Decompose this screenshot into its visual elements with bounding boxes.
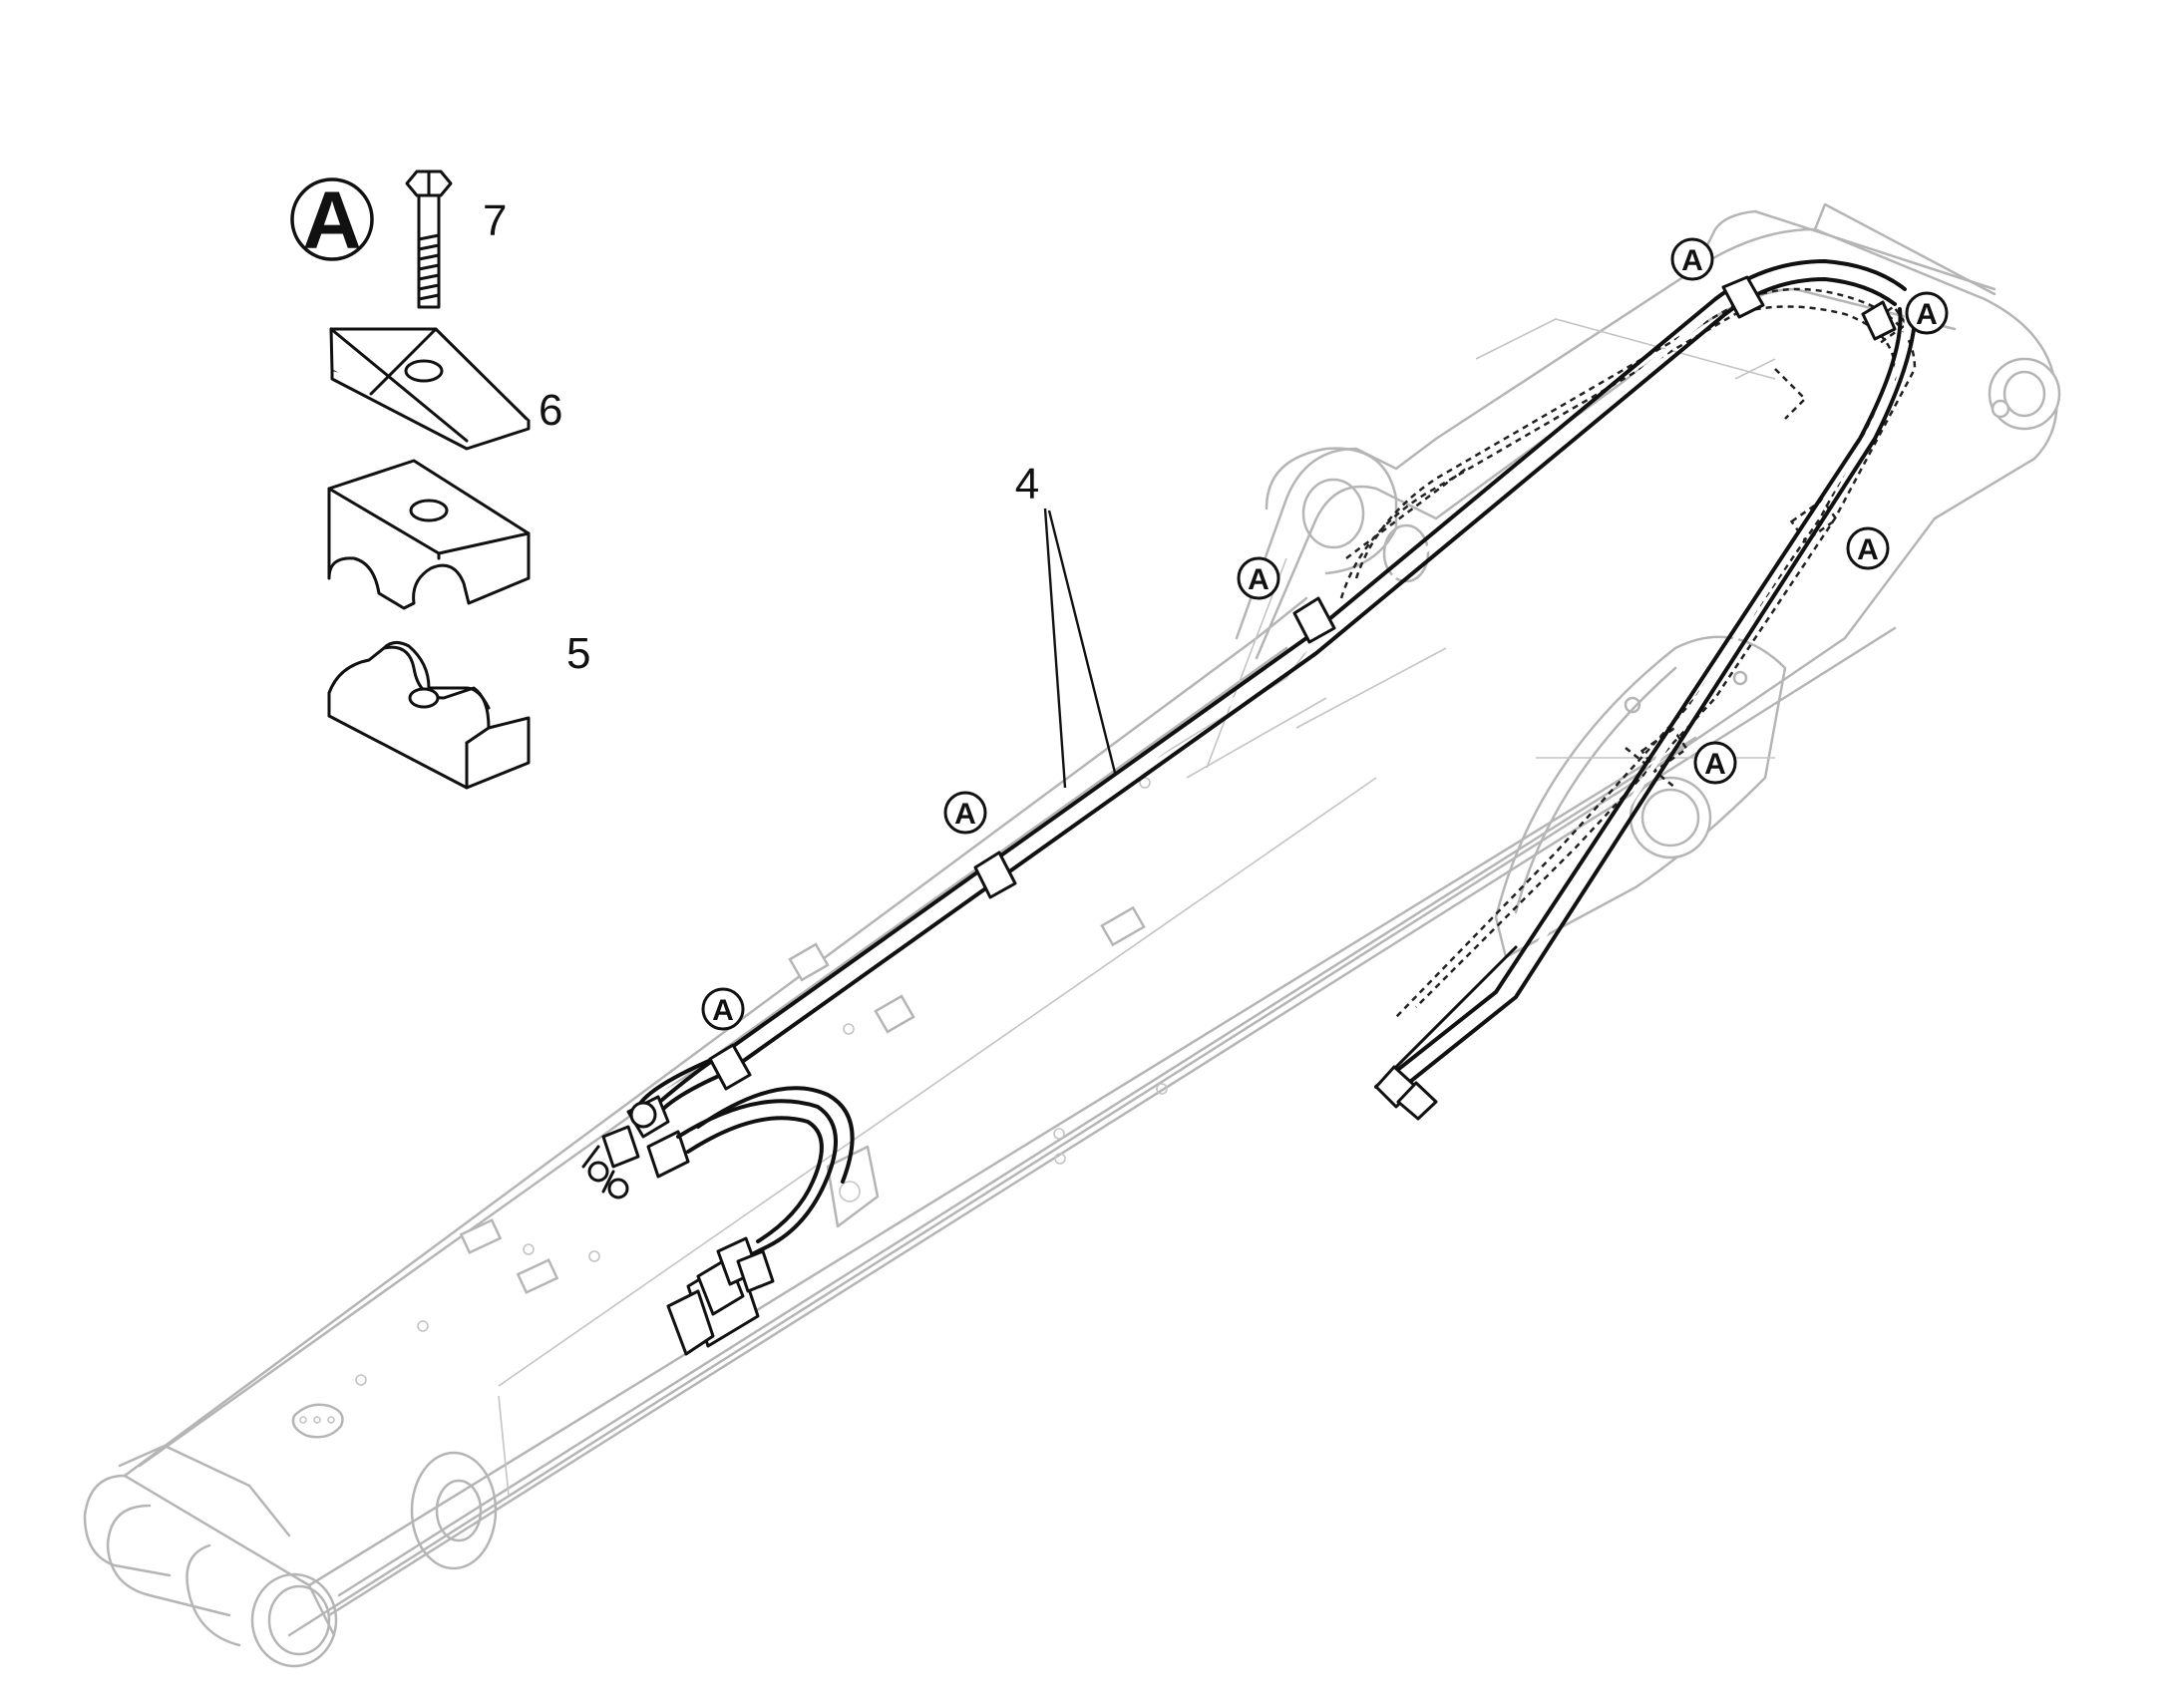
location-marker-a: A — [701, 987, 745, 1031]
hose-pair[interactable] — [581, 259, 1918, 1356]
boom-outline — [83, 202, 2061, 1668]
part-number-5: 5 — [566, 629, 590, 678]
location-marker-a: A — [1905, 291, 1949, 335]
detail-a-legend: A 7 6 — [290, 170, 590, 790]
hose-clamps — [708, 275, 1897, 1091]
location-marker-a: A — [1670, 237, 1714, 281]
cylinder-lug — [1494, 635, 1787, 959]
detail-marker: A — [290, 175, 374, 266]
svg-text:A: A — [954, 798, 976, 831]
bolt[interactable] — [405, 170, 453, 309]
leader-line — [1043, 508, 1067, 789]
location-marker-a: A — [1237, 556, 1280, 600]
top-face-fittings — [291, 777, 1168, 1439]
part-number-6: 6 — [539, 386, 562, 435]
callout-4: 4 — [1015, 460, 1117, 789]
svg-text:A: A — [1248, 563, 1270, 596]
hose-fittings — [581, 1086, 855, 1356]
clamp-half-upper[interactable] — [327, 459, 531, 610]
leader-line — [1047, 510, 1117, 774]
svg-text:A: A — [1704, 748, 1726, 781]
location-marker-a: A — [1693, 741, 1737, 785]
part-number-4: 4 — [1015, 460, 1039, 509]
svg-text:A: A — [712, 994, 734, 1027]
svg-text:A: A — [1681, 244, 1703, 277]
part-number-7: 7 — [483, 196, 507, 245]
clamp-location-markers: A A A A A A A — [701, 237, 1949, 1031]
svg-text:A: A — [302, 175, 361, 266]
clamp-half-lower[interactable] — [327, 641, 531, 790]
svg-text:A: A — [1916, 298, 1938, 331]
svg-text:A: A — [1857, 533, 1879, 566]
cover-plate[interactable] — [329, 327, 531, 451]
location-marker-a: A — [1846, 526, 1890, 570]
location-marker-a: A — [943, 791, 987, 835]
foot-pin-bosses — [83, 1444, 338, 1668]
